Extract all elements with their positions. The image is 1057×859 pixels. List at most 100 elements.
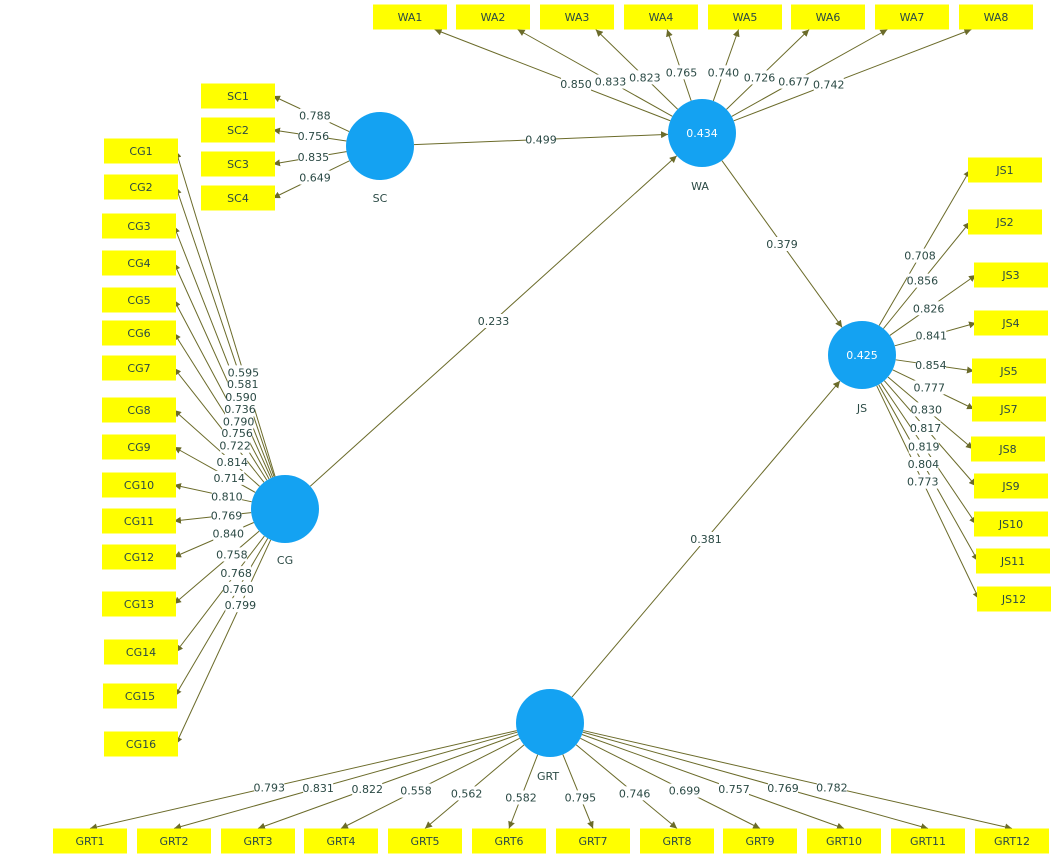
loading-label-grt5-bg xyxy=(451,786,482,801)
loading-label-js7: 0.777 xyxy=(913,381,945,394)
indicator-box-cg10[interactable] xyxy=(102,472,176,498)
indicator-box-js1[interactable] xyxy=(968,157,1042,183)
indicator-box-wa4[interactable] xyxy=(624,4,698,30)
indicator-box-js11[interactable] xyxy=(976,548,1050,574)
loading-edge-wa7 xyxy=(731,29,888,117)
loading-label-cg9: 0.714 xyxy=(214,472,246,485)
loading-label-grt2-bg xyxy=(303,781,334,796)
indicator-box-cg6[interactable] xyxy=(102,320,176,346)
indicator-box-wa8[interactable] xyxy=(959,4,1033,30)
indicator-label-wa4: WA4 xyxy=(649,11,674,24)
indicator-box-js8[interactable] xyxy=(971,436,1045,462)
indicator-label-cg6: CG6 xyxy=(127,327,150,340)
indicator-box-js3[interactable] xyxy=(974,262,1048,288)
indicator-label-js9: JS9 xyxy=(1001,480,1019,493)
indicator-box-cg1[interactable] xyxy=(104,138,178,164)
indicator-box-cg9[interactable] xyxy=(102,434,176,460)
loading-label-grt2: 0.831 xyxy=(302,782,334,795)
loading-edge-cg4 xyxy=(173,262,272,479)
loading-label-cg13: 0.758 xyxy=(216,548,248,561)
construct-node-wa[interactable] xyxy=(668,99,736,167)
loading-label-js5: 0.854 xyxy=(915,359,947,372)
indicator-box-grt12[interactable] xyxy=(975,828,1049,854)
loading-label-cg16-bg xyxy=(225,598,256,613)
indicator-label-js4: JS4 xyxy=(1001,317,1019,330)
loading-edge-wa3 xyxy=(595,29,678,110)
indicator-box-sc1[interactable] xyxy=(201,83,275,109)
indicator-box-wa3[interactable] xyxy=(540,4,614,30)
loading-label-cg11-bg xyxy=(211,508,242,523)
construct-node-sc[interactable] xyxy=(346,112,414,180)
indicator-box-grt9[interactable] xyxy=(723,828,797,854)
indicator-box-sc2[interactable] xyxy=(201,117,275,143)
loading-edge-wa1 xyxy=(434,28,671,122)
indicator-box-cg4[interactable] xyxy=(102,250,176,276)
loading-label-cg6: 0.756 xyxy=(221,427,253,440)
indicator-box-cg13[interactable] xyxy=(102,591,176,617)
loading-label-cg16: 0.799 xyxy=(225,599,257,612)
indicator-box-cg15[interactable] xyxy=(103,683,177,709)
indicator-box-cg12[interactable] xyxy=(102,544,176,570)
indicator-box-grt4[interactable] xyxy=(304,828,378,854)
loading-label-grt4: 0.558 xyxy=(400,785,432,798)
indicator-label-cg4: CG4 xyxy=(127,257,150,270)
indicator-box-grt8[interactable] xyxy=(640,828,714,854)
loading-label-wa5-bg xyxy=(708,65,739,80)
loading-label-wa4-bg xyxy=(666,65,697,80)
indicator-box-grt1[interactable] xyxy=(53,828,127,854)
indicator-box-grt10[interactable] xyxy=(807,828,881,854)
indicator-box-wa5[interactable] xyxy=(708,4,782,30)
loading-label-grt12: 0.782 xyxy=(816,781,848,794)
loading-label-cg7: 0.722 xyxy=(219,440,251,453)
loading-edge-cg8 xyxy=(173,409,260,487)
indicator-label-wa1: WA1 xyxy=(398,11,423,24)
indicator-box-wa7[interactable] xyxy=(875,4,949,30)
indicator-box-cg14[interactable] xyxy=(104,639,178,665)
loading-label-js8-bg xyxy=(911,402,942,417)
loading-label-js3-bg xyxy=(913,301,944,316)
loading-label-grt6: 0.582 xyxy=(505,792,537,805)
indicator-box-grt6[interactable] xyxy=(472,828,546,854)
loading-label-grt9: 0.699 xyxy=(669,785,701,798)
construct-label-wa: WA xyxy=(691,180,709,193)
construct-label-sc: SC xyxy=(373,192,388,205)
loading-edge-js10 xyxy=(880,382,977,525)
indicator-box-sc4[interactable] xyxy=(201,185,275,211)
indicator-box-cg16[interactable] xyxy=(104,731,178,757)
indicator-box-cg11[interactable] xyxy=(102,508,176,534)
loading-label-grt12-bg xyxy=(816,780,847,795)
indicator-box-wa6[interactable] xyxy=(791,4,865,30)
indicator-box-cg7[interactable] xyxy=(102,355,176,381)
indicator-box-grt5[interactable] xyxy=(388,828,462,854)
indicator-label-sc3: SC3 xyxy=(227,158,249,171)
indicator-box-cg8[interactable] xyxy=(102,397,176,423)
indicator-box-grt7[interactable] xyxy=(556,828,630,854)
indicator-box-grt11[interactable] xyxy=(891,828,965,854)
indicator-box-grt2[interactable] xyxy=(137,828,211,854)
indicator-box-cg3[interactable] xyxy=(102,213,176,239)
indicator-box-js7[interactable] xyxy=(972,396,1046,422)
indicator-box-js2[interactable] xyxy=(968,209,1042,235)
indicator-box-cg2[interactable] xyxy=(104,174,178,200)
indicator-box-wa1[interactable] xyxy=(373,4,447,30)
loading-edge-cg15 xyxy=(174,538,269,697)
construct-node-grt[interactable] xyxy=(516,689,584,757)
indicator-box-sc3[interactable] xyxy=(201,151,275,177)
indicator-box-grt3[interactable] xyxy=(221,828,295,854)
indicator-box-cg5[interactable] xyxy=(102,287,176,313)
indicator-box-js9[interactable] xyxy=(974,473,1048,499)
loading-label-cg3-bg xyxy=(226,389,257,404)
indicator-label-grt9: GRT9 xyxy=(745,835,774,848)
indicator-box-js12[interactable] xyxy=(977,586,1051,612)
indicator-label-grt1: GRT1 xyxy=(75,835,104,848)
indicator-box-js4[interactable] xyxy=(974,310,1048,336)
loading-label-grt3: 0.822 xyxy=(351,783,383,796)
indicator-label-grt4: GRT4 xyxy=(326,835,355,848)
indicator-box-js5[interactable] xyxy=(972,358,1046,384)
construct-node-cg[interactable] xyxy=(251,475,319,543)
construct-node-js[interactable] xyxy=(828,321,896,389)
loading-label-cg13-bg xyxy=(216,547,247,562)
indicator-box-js10[interactable] xyxy=(974,511,1048,537)
indicator-box-wa2[interactable] xyxy=(456,4,530,30)
